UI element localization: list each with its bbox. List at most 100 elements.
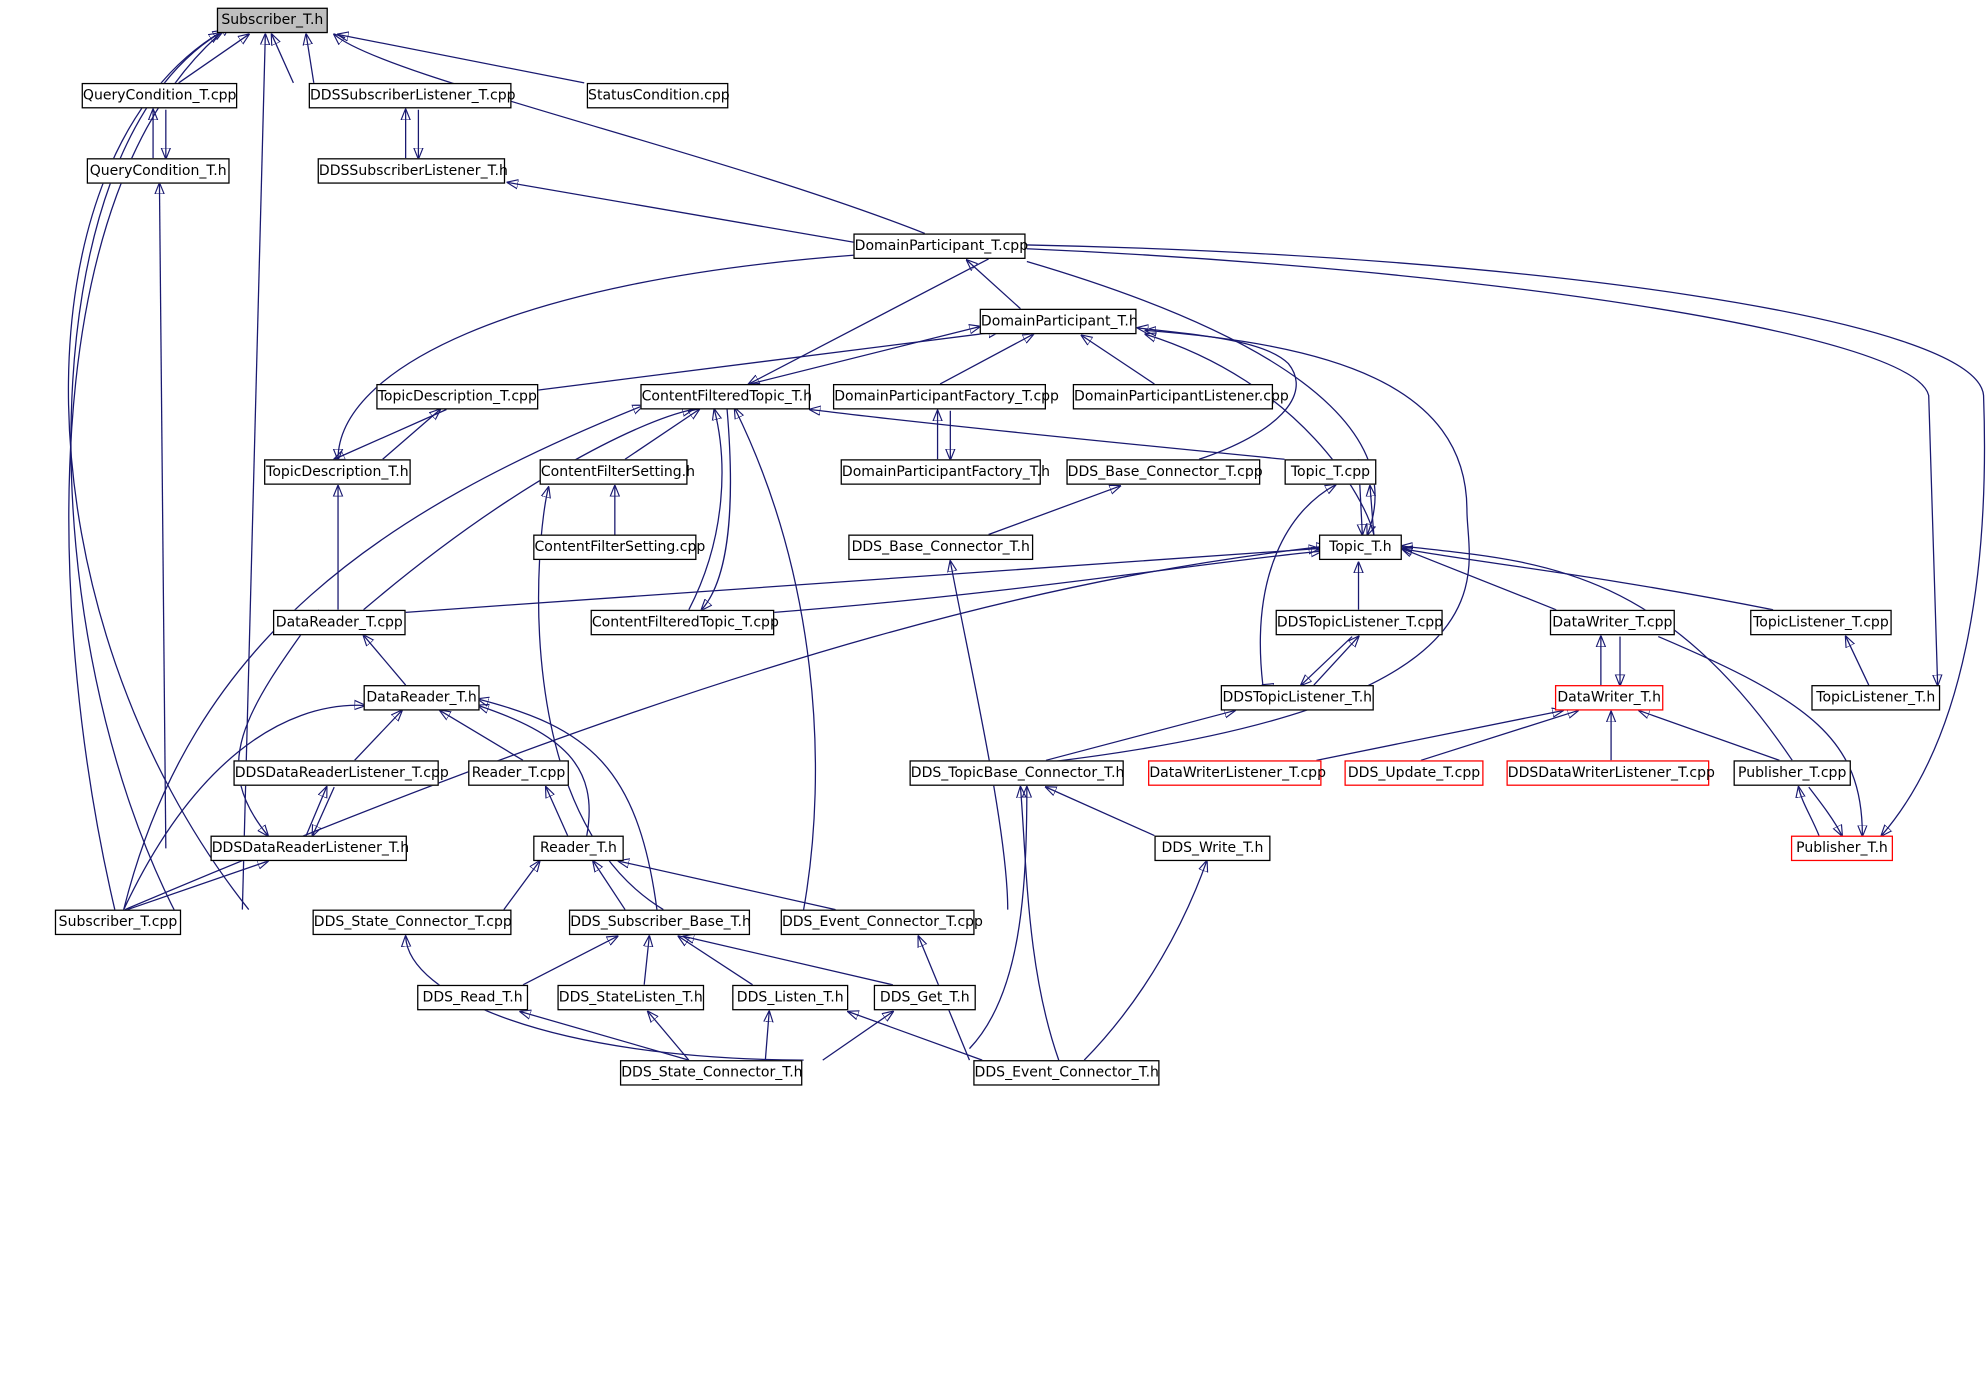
node-domainparticipantlistener-cpp[interactable]: DomainParticipantListener.cpp	[1072, 383, 1289, 410]
dependency-arrow	[1026, 260, 1375, 535]
dependency-arrow	[68, 26, 230, 910]
node-dds-update-cpp[interactable]: DDS_Update_T.cpp	[1344, 760, 1484, 786]
node-domainparticipant-cpp[interactable]: DomainParticipant_T.cpp	[853, 233, 1028, 259]
node-dds-write-h[interactable]: DDS_Write_T.h	[1154, 835, 1271, 862]
dependency-arrow	[305, 787, 326, 836]
node-dds-state-connector-h[interactable]: DDS_State_Connector_T.h	[619, 1060, 803, 1086]
dependency-arrow	[1639, 711, 1780, 761]
node-dds-read-h[interactable]: DDS_Read_T.h	[417, 984, 529, 1011]
dependency-arrow	[702, 409, 732, 609]
dependency-arrow	[1045, 711, 1235, 761]
node-dds-listen-h[interactable]: DDS_Listen_T.h	[732, 984, 849, 1011]
dependency-arrow	[478, 699, 658, 910]
dependency-arrow	[749, 327, 980, 385]
node-subscriber-h[interactable]: Subscriber_T.h	[216, 7, 328, 34]
dependency-arrow	[988, 486, 1120, 536]
node-querycondition-cpp[interactable]: QueryCondition_T.cpp	[81, 82, 238, 109]
dependency-arrow	[939, 334, 1033, 385]
dependency-arrow	[1083, 861, 1206, 1061]
dependency-arrow	[178, 34, 249, 84]
dependency-arrow	[968, 787, 1026, 1050]
node-statuscondition-cpp[interactable]: StatusCondition.cpp	[586, 82, 730, 109]
dependency-arrow	[522, 936, 617, 986]
node-publisher-h[interactable]: Publisher_T.h	[1790, 835, 1893, 862]
dependency-arrow	[1046, 787, 1155, 837]
dependency-arrow	[338, 34, 585, 84]
dependency-arrow	[546, 787, 569, 836]
dependency-arrow	[1026, 248, 1938, 685]
node-reader-cpp[interactable]: Reader_T.cpp	[468, 760, 569, 786]
dependency-arrow	[1402, 549, 1557, 611]
node-dds-subscriber-base-h[interactable]: DDS_Subscriber_Base_T.h	[568, 909, 751, 936]
node-datawriter-cpp[interactable]: DataWriter_T.cpp	[1549, 609, 1675, 636]
dependency-arrow	[1026, 244, 1986, 836]
dependency-arrow	[1658, 635, 1862, 836]
node-topiclistener-h[interactable]: TopicListener_T.h	[1811, 685, 1941, 711]
dependency-arrow	[1402, 549, 1774, 611]
node-dds-topicbase-connector-h[interactable]: DDS_TopicBase_Connector_T.h	[909, 760, 1124, 786]
node-dds-base-connector-cpp[interactable]: DDS_Base_Connector_T.cpp	[1066, 459, 1263, 485]
dependency-arrow	[123, 406, 643, 910]
node-dds-base-connector-h[interactable]: DDS_Base_Connector_T.h	[848, 534, 1034, 561]
dependency-arrow	[478, 705, 590, 836]
dependency-arrow	[520, 1012, 690, 1061]
dependency-arrow	[967, 260, 1021, 310]
node-dds-statelisten-h[interactable]: DDS_StateListen_T.h	[557, 984, 705, 1011]
node-ddstopiclistener-h[interactable]: DDSTopicListener_T.h	[1220, 685, 1374, 711]
dependency-arrow	[1020, 787, 1060, 1061]
dependency-arrow	[338, 254, 855, 459]
node-contentfiltersetting-h[interactable]: ContentFilterSetting.h	[539, 459, 695, 485]
node-topiclistener-cpp[interactable]: TopicListener_T.cpp	[1750, 609, 1892, 636]
node-dds-event-connector-h[interactable]: DDS_Event_Connector_T.h	[973, 1060, 1160, 1086]
dependency-arrow	[749, 258, 989, 384]
dependency-arrow	[1316, 711, 1562, 761]
dependency-arrow	[306, 34, 315, 84]
node-reader-h[interactable]: Reader_T.h	[533, 835, 624, 862]
node-topicdescription-cpp[interactable]: TopicDescription_T.cpp	[376, 383, 539, 410]
node-datawriterlistener-cpp[interactable]: DataWriterListener_T.cpp	[1148, 760, 1326, 786]
node-subscriber-cpp[interactable]: Subscriber_T.cpp	[54, 909, 182, 936]
node-dds-event-connector-cpp[interactable]: DDS_Event_Connector_T.cpp	[780, 909, 983, 936]
node-domainparticipant-h[interactable]: DomainParticipant_T.h	[979, 308, 1138, 335]
dependency-arrow	[406, 936, 804, 1061]
dependency-arrow	[334, 34, 926, 235]
dependency-arrow	[1420, 711, 1578, 761]
dependency-arrow	[765, 1012, 769, 1061]
node-publisher-cpp[interactable]: Publisher_T.cpp	[1733, 760, 1851, 786]
node-ddsdatareaderlistener-cpp[interactable]: DDSDataReaderListener_T.cpp	[233, 760, 449, 786]
dependency-arrow	[123, 705, 365, 910]
node-topicdescription-h[interactable]: TopicDescription_T.h	[264, 459, 411, 485]
dependency-arrow	[1301, 636, 1353, 685]
node-ddsdatareaderlistener-h[interactable]: DDSDataReaderListener_T.h	[210, 835, 409, 862]
node-contentfilteredtopic-h[interactable]: ContentFilteredTopic_T.h	[640, 383, 812, 410]
dependency-arrow	[363, 409, 693, 611]
node-querycondition-h[interactable]: QueryCondition_T.h	[86, 158, 230, 184]
dependency-arrow	[810, 409, 1285, 460]
dependency-arrow	[1370, 486, 1374, 535]
node-ddstopiclistener-cpp[interactable]: DDSTopicListener_T.cpp	[1275, 609, 1443, 636]
node-ddssubscriberlistener-cpp[interactable]: DDSSubscriberListener_T.cpp	[308, 82, 516, 109]
node-datareader-cpp[interactable]: DataReader_T.cpp	[272, 609, 406, 636]
node-dds-state-connector-cpp[interactable]: DDS_State_Connector_T.cpp	[312, 909, 512, 936]
node-dds-get-h[interactable]: DDS_Get_T.h	[873, 984, 976, 1011]
node-domainparticipantfactory-h[interactable]: DomainParticipantFactory_T.h	[840, 459, 1050, 485]
node-ddsdatawriterlistener-cpp[interactable]: DDSDataWriterListener_T.cpp	[1506, 760, 1715, 786]
dependency-arrow	[382, 409, 440, 460]
dependency-arrow	[950, 561, 1009, 910]
node-contentfiltersetting-cpp[interactable]: ContentFilterSetting.cpp	[533, 534, 705, 561]
dependency-arrow	[593, 861, 626, 910]
dependency-arrow	[1846, 637, 1870, 686]
dependency-arrow	[124, 546, 1327, 911]
dependency-arrow	[688, 409, 723, 611]
node-ddssubscriberlistener-h[interactable]: DDSSubscriberListener_T.h	[317, 158, 508, 184]
node-datawriter-h[interactable]: DataWriter_T.h	[1554, 685, 1664, 711]
node-topic-h[interactable]: Topic_T.h	[1318, 534, 1402, 561]
dependency-arrow	[1402, 546, 1793, 761]
dependency-arrow	[619, 861, 836, 911]
node-domainparticipantfactory-cpp[interactable]: DomainParticipantFactory_T.cpp	[832, 383, 1059, 410]
dependency-arrow	[440, 711, 524, 761]
node-datareader-h[interactable]: DataReader_T.h	[363, 685, 480, 711]
dependency-arrow	[127, 861, 268, 911]
node-contentfilteredtopic-cpp[interactable]: ContentFilteredTopic_T.cpp	[590, 609, 779, 636]
node-topic-cpp[interactable]: Topic_T.cpp	[1284, 459, 1377, 485]
